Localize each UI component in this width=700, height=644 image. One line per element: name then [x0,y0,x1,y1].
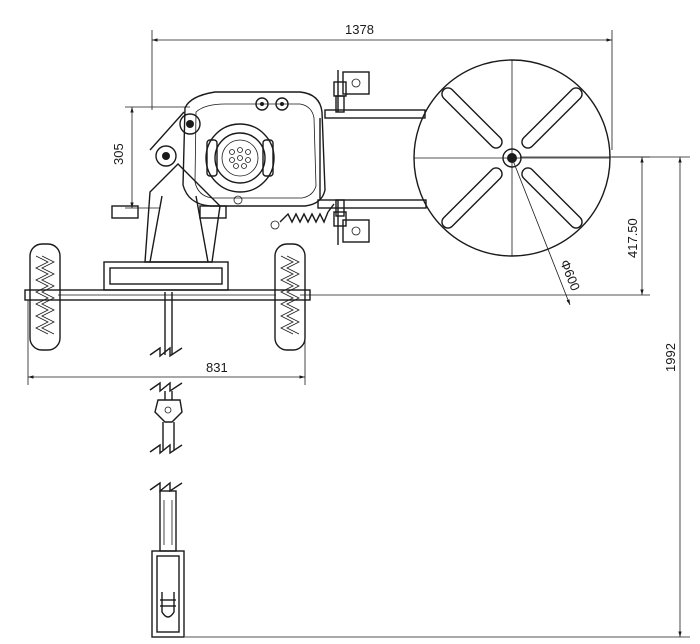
support-stand [103,163,229,291]
dimension-label-reel-diameter: Φ600 [557,258,583,293]
tow-bar [149,292,185,638]
dimension-label-wheel-track: 831 [206,360,228,375]
dimension-overall-length: 1992 [185,156,690,638]
cable-reel: Φ600 [413,59,611,306]
axle [24,289,311,301]
dimension-label-engine-height: 305 [111,143,126,165]
engine-block [149,91,326,207]
right-wheel [274,243,306,351]
dimension-label-overall-length: 1992 [663,343,678,372]
dimension-engine-height: 305 [111,106,190,209]
frame-rails [317,70,427,245]
left-wheel [29,243,61,351]
dimension-reel-offset: 417.50 [300,156,650,296]
tension-spring [270,203,335,230]
dimension-label-overall-width: 1378 [345,22,374,37]
dimension-wheel-track: 831 [27,300,306,385]
dimension-label-reel-offset: 417.50 [625,218,640,258]
dimension-overall-width: 1378 [151,22,613,150]
